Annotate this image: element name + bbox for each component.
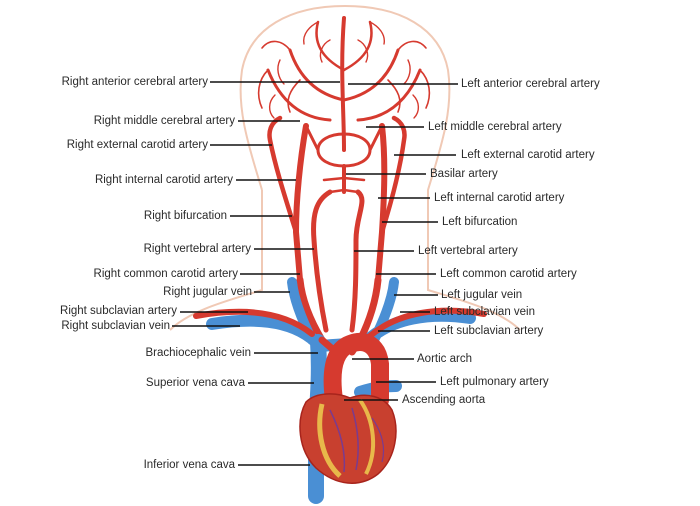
label-left-subclavian-vein: Left subclavian vein xyxy=(434,306,536,318)
label-right-external-carotid-artery: Right external carotid artery xyxy=(66,139,208,151)
label-right-anterior-cerebral-artery: Right anterior cerebral artery xyxy=(61,76,208,88)
label-aortic-arch: Aortic arch xyxy=(417,353,472,365)
label-left-anterior-cerebral-artery: Left anterior cerebral artery xyxy=(461,78,600,90)
label-superior-vena-cava: Superior vena cava xyxy=(145,377,245,389)
label-right-jugular-vein: Right jugular vein xyxy=(163,286,252,298)
label-right-subclavian-artery: Right subclavian artery xyxy=(60,305,177,317)
label-left-common-carotid-artery: Left common carotid artery xyxy=(440,268,577,280)
label-left-subclavian-artery: Left subclavian artery xyxy=(434,325,544,337)
label-right-middle-cerebral-artery: Right middle cerebral artery xyxy=(93,115,235,127)
cerebral-arteries xyxy=(257,16,431,194)
label-right-bifurcation: Right bifurcation xyxy=(143,210,227,222)
label-left-pulmonary-artery: Left pulmonary artery xyxy=(440,376,549,388)
label-left-internal-carotid-artery: Left internal carotid artery xyxy=(434,192,565,204)
label-basilar-artery: Basilar artery xyxy=(430,168,498,180)
label-left-bifurcation: Left bifurcation xyxy=(442,216,518,228)
label-right-internal-carotid-artery: Right internal carotid artery xyxy=(94,174,233,186)
label-right-subclavian-vein: Right subclavian vein xyxy=(61,320,170,332)
label-left-middle-cerebral-artery: Left middle cerebral artery xyxy=(428,121,562,133)
head-outline xyxy=(169,4,521,331)
heart xyxy=(299,393,397,484)
label-right-vertebral-artery: Right vertebral artery xyxy=(143,243,251,255)
label-ascending-aorta: Ascending aorta xyxy=(402,394,486,406)
neck-arteries xyxy=(267,115,407,344)
aortic-vessels xyxy=(193,307,487,409)
label-inferior-vena-cava: Inferior vena cava xyxy=(143,459,235,471)
label-brachiocephalic-vein: Brachiocephalic vein xyxy=(145,347,251,359)
label-right-common-carotid-artery: Right common carotid artery xyxy=(93,268,238,280)
label-left-external-carotid-artery: Left external carotid artery xyxy=(461,149,595,161)
leader-lines xyxy=(172,81,458,466)
label-left-jugular-vein: Left jugular vein xyxy=(441,289,523,301)
label-left-vertebral-artery: Left vertebral artery xyxy=(418,245,518,257)
